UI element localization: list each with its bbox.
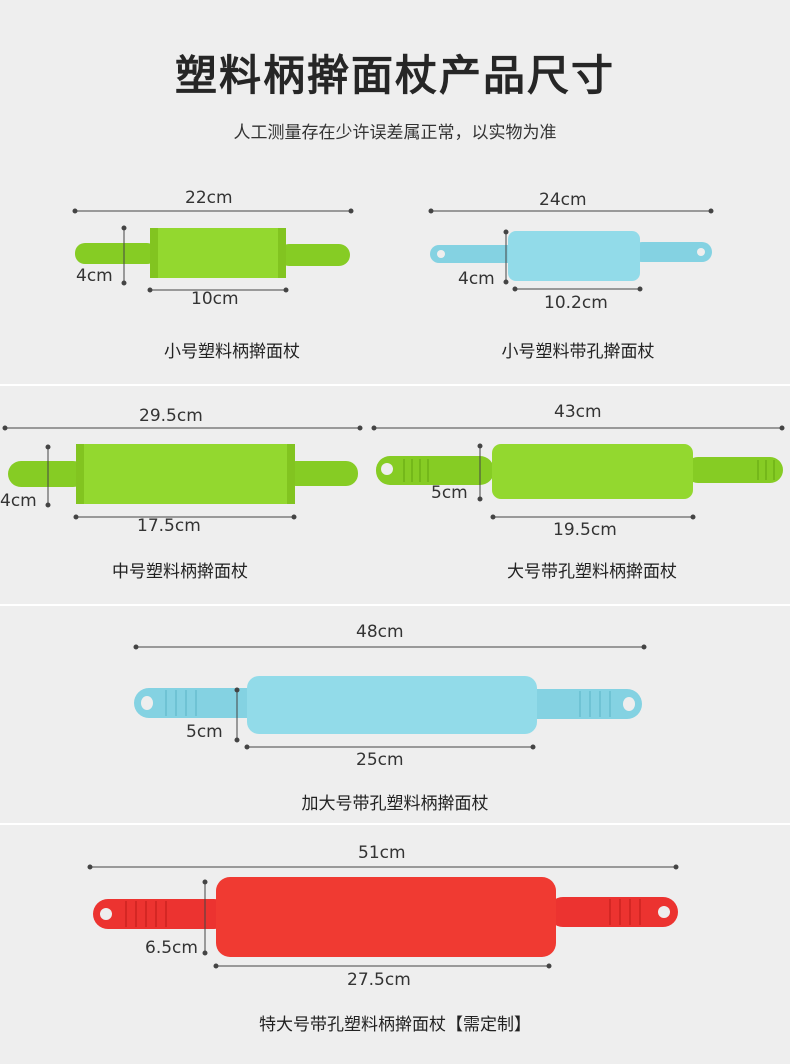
product-caption: 中号塑料柄擀面杖 [112,562,248,582]
total-length-label: 48cm [356,622,404,642]
total-length-label: 51cm [358,843,406,863]
diameter-label: 5cm [431,483,468,503]
rolling-pin-small-green [75,228,350,278]
body-length-label: 19.5cm [553,520,617,540]
dimension-lines-2 [428,208,714,292]
total-length-label: 22cm [185,188,233,208]
diameter-label: 4cm [0,491,37,511]
section-divider [0,384,790,386]
diameter-label: 5cm [186,722,223,742]
diameter-label: 4cm [76,266,113,286]
body-length-label: 17.5cm [137,516,201,536]
total-length-label: 29.5cm [139,406,203,426]
product-caption: 小号塑料柄擀面杖 [164,342,300,362]
product-caption: 加大号带孔塑料柄擀面杖 [301,794,489,814]
rolling-pin-small-blue [430,231,712,281]
diameter-label: 6.5cm [145,938,198,958]
total-length-label: 43cm [554,402,602,422]
dimension-lines-6 [87,864,679,969]
dimension-lines-5 [133,644,647,750]
body-length-label: 27.5cm [347,970,411,990]
total-length-label: 24cm [539,190,587,210]
diameter-label: 4cm [458,269,495,289]
body-length-label: 25cm [356,750,404,770]
section-divider [0,604,790,606]
product-caption: 特大号带孔塑料柄擀面杖【需定制】 [259,1015,531,1035]
dimension-lines-1 [72,208,354,293]
body-length-label: 10cm [191,289,239,309]
product-caption: 小号塑料带孔擀面杖 [501,342,655,362]
rolling-pin-xlarge-blue [134,676,642,734]
product-caption: 大号带孔塑料柄擀面杖 [507,562,677,582]
rolling-pin-super-large-red [93,877,678,957]
page-title: 塑料柄擀面杖产品尺寸 [174,51,615,100]
rolling-pin-medium-green [8,444,358,504]
body-length-label: 10.2cm [544,293,608,313]
rolling-pin-large-green [376,444,783,499]
section-divider [0,823,790,825]
page-subtitle: 人工测量存在少许误差属正常，以实物为准 [233,123,557,143]
dimension-lines-4 [371,425,785,520]
dimension-lines-3 [2,425,363,520]
